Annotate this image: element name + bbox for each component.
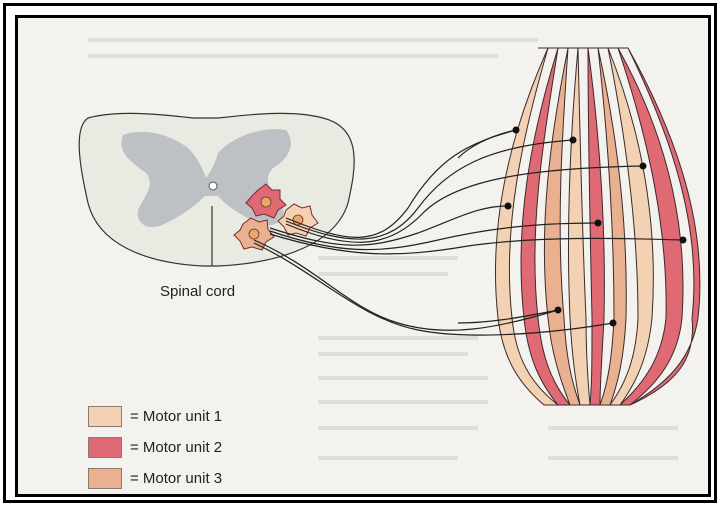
central-canal [209,182,217,190]
legend-label: = Motor unit 1 [130,408,222,425]
legend-swatch-motor-unit-3 [88,468,122,489]
legend-swatch-motor-unit-2 [88,437,122,458]
legend-item-motor-unit-2: = Motor unit 2 [88,434,222,460]
legend: = Motor unit 1 = Motor unit 2 = Motor un… [88,403,222,496]
outer-frame: Spinal cord = Motor unit 1 = Motor unit … [3,3,717,503]
legend-label: = Motor unit 3 [130,470,222,487]
figure-panel: Spinal cord = Motor unit 1 = Motor unit … [15,15,711,497]
spinal-cord-label: Spinal cord [160,283,235,300]
muscle [495,48,699,405]
legend-label: = Motor unit 2 [130,439,222,456]
legend-item-motor-unit-3: = Motor unit 3 [88,465,222,491]
legend-swatch-motor-unit-1 [88,406,122,427]
legend-item-motor-unit-1: = Motor unit 1 [88,403,222,429]
